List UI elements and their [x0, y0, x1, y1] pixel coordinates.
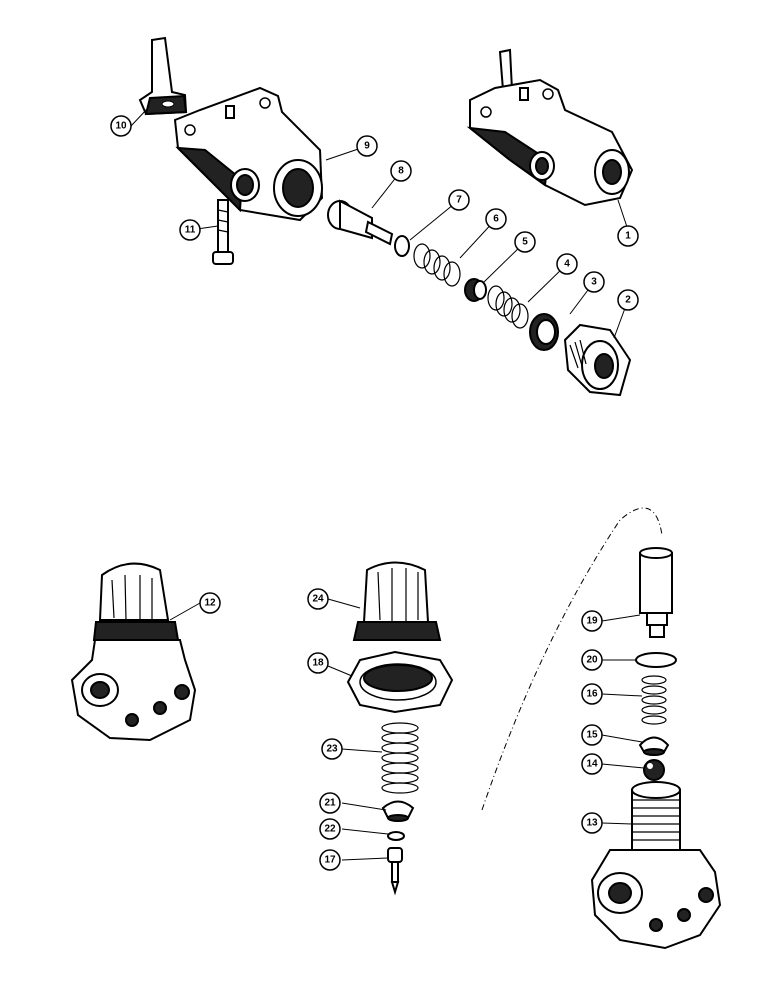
- callout-13: 13: [581, 812, 603, 834]
- part-2-plug: [563, 323, 632, 397]
- callout-4: 4: [556, 253, 578, 275]
- callout-10: 10: [110, 115, 132, 137]
- part-4-spring: [487, 285, 529, 329]
- svg-text:22: 22: [324, 824, 336, 835]
- svg-text:21: 21: [324, 798, 336, 809]
- svg-text:15: 15: [586, 730, 598, 741]
- part-23-spring: [381, 722, 419, 794]
- callout-5: 5: [514, 231, 536, 253]
- callout-23: 23: [321, 738, 343, 760]
- part-7-o-ring: [394, 235, 410, 257]
- callout-2: 2: [617, 289, 639, 311]
- part-21-poppet: [381, 800, 415, 822]
- svg-text:18: 18: [312, 658, 324, 669]
- svg-text:7: 7: [456, 195, 462, 206]
- callout-20: 20: [581, 649, 603, 671]
- svg-text:6: 6: [493, 214, 499, 225]
- callout-3: 3: [583, 271, 605, 293]
- svg-text:9: 9: [364, 141, 370, 152]
- svg-text:24: 24: [312, 594, 324, 605]
- callout-9: 9: [356, 135, 378, 157]
- part-10-bracket: [138, 36, 188, 116]
- part-18-nut: [346, 650, 454, 714]
- callout-17: 17: [319, 849, 341, 871]
- part-12-valve-assembled: [70, 562, 197, 742]
- right-exploded-assembly: [481, 507, 722, 950]
- part-8-plunger: [327, 199, 394, 246]
- svg-text:4: 4: [564, 259, 570, 270]
- middle-exploded-assembly: [346, 561, 454, 896]
- part-17-pin: [387, 847, 403, 896]
- svg-text:12: 12: [204, 598, 216, 609]
- callout-18: 18: [307, 652, 329, 674]
- callouts: 1 2 3 4 5 6 7 8 9 10 11 12 13 14 15 16 1…: [110, 115, 639, 871]
- part-9-valve-body: [173, 86, 324, 222]
- callout-21: 21: [319, 792, 341, 814]
- svg-text:2: 2: [625, 295, 631, 306]
- part-11-bolt: [212, 199, 234, 265]
- top-valve-assembly: [138, 36, 634, 397]
- callout-19: 19: [581, 610, 603, 632]
- svg-text:8: 8: [398, 166, 404, 177]
- svg-text:1: 1: [625, 231, 631, 242]
- svg-text:10: 10: [115, 121, 127, 132]
- svg-text:11: 11: [185, 225, 196, 236]
- part-24-knob: [352, 561, 442, 641]
- callout-24: 24: [307, 588, 329, 610]
- callout-12: 12: [199, 592, 221, 614]
- svg-text:14: 14: [586, 759, 598, 770]
- callout-22: 22: [319, 818, 341, 840]
- callout-15: 15: [581, 724, 603, 746]
- part-20-o-ring: [635, 652, 677, 668]
- callout-7: 7: [448, 189, 470, 211]
- svg-text:23: 23: [326, 744, 338, 755]
- part-3-washer: [529, 313, 559, 351]
- svg-text:3: 3: [591, 277, 597, 288]
- callout-6: 6: [485, 208, 507, 230]
- callout-1: 1: [617, 225, 639, 247]
- svg-text:16: 16: [586, 689, 598, 700]
- svg-text:5: 5: [522, 237, 528, 248]
- callout-11: 11: [179, 219, 201, 241]
- part-22-ring: [387, 831, 405, 841]
- part-14-ball: [643, 759, 665, 781]
- part-16-spring: [641, 675, 667, 725]
- part-5-cup: [464, 278, 487, 302]
- callout-8: 8: [390, 160, 412, 182]
- part-19-plunger: [639, 547, 673, 638]
- callout-16: 16: [581, 683, 603, 705]
- svg-text:20: 20: [586, 655, 598, 666]
- svg-text:17: 17: [324, 855, 336, 866]
- part-13-valve-body: [590, 781, 722, 950]
- leader-lines: [130, 107, 645, 861]
- part-6-spring: [413, 243, 461, 287]
- svg-text:13: 13: [586, 818, 598, 829]
- part-15-cap: [638, 736, 670, 756]
- callout-14: 14: [581, 753, 603, 775]
- part-1-valve-assembled: [466, 48, 634, 207]
- svg-text:19: 19: [586, 616, 598, 627]
